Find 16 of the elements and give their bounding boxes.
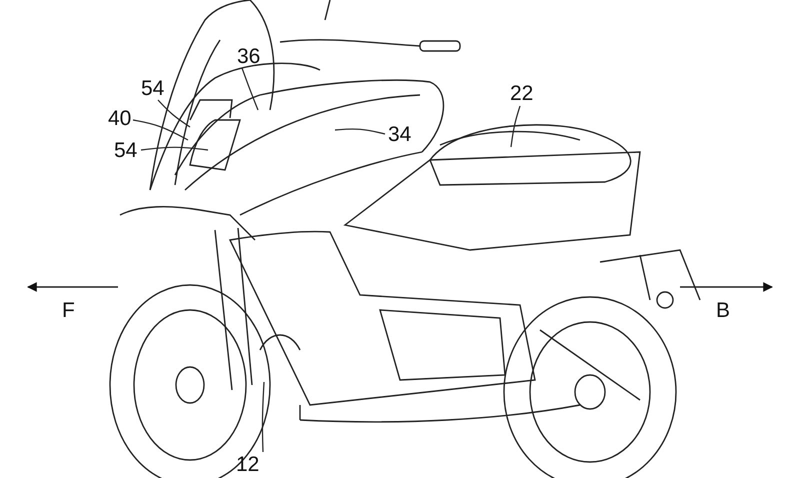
callout-number: 34 bbox=[388, 124, 412, 145]
leader-line bbox=[158, 100, 190, 128]
direction-label: F bbox=[62, 300, 75, 321]
callout-number: 22 bbox=[510, 83, 534, 104]
callout-number: 12 bbox=[236, 454, 260, 475]
callout-number: 54 bbox=[114, 140, 138, 161]
callout-number: 40 bbox=[108, 108, 132, 129]
callout-number: 54 bbox=[141, 78, 164, 99]
leader-line bbox=[510, 106, 521, 148]
leader-line bbox=[132, 119, 188, 141]
callout-number: 36 bbox=[237, 46, 260, 67]
leader-line bbox=[140, 146, 208, 151]
direction-label: B bbox=[716, 300, 730, 321]
leader-line bbox=[262, 382, 265, 452]
leader-line bbox=[241, 68, 259, 110]
leader-line bbox=[334, 128, 386, 135]
